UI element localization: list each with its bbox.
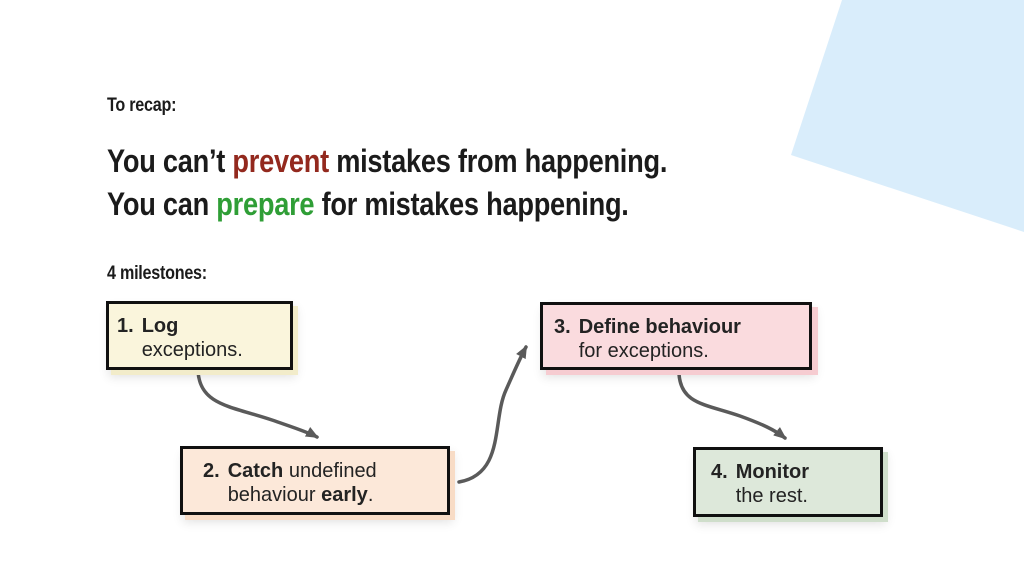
milestone-line-2: for exceptions.	[579, 339, 741, 363]
milestone-line-1: Define behaviour	[579, 315, 741, 339]
slide-heading: You can’t prevent mistakes from happenin…	[107, 140, 667, 226]
milestone-rest: for exceptions.	[578, 340, 709, 362]
milestone-text: Define behaviour for exceptions.	[579, 315, 741, 363]
milestones-label: 4 milestones:	[107, 263, 207, 284]
milestone-keyword: Monitor	[735, 461, 809, 483]
milestone-box-4: 4. Monitor the rest.	[693, 447, 883, 517]
milestone-number: 2.	[203, 460, 220, 482]
heading-line-2: You can prepare for mistakes happening.	[107, 183, 667, 226]
heading-line-1-pre: You can’t	[107, 143, 233, 179]
arrow-3-to-4-icon	[677, 372, 787, 440]
heading-line-1-post: mistakes from happening.	[328, 143, 668, 179]
milestone-rest: exceptions.	[141, 339, 243, 361]
milestone-keyword: Log	[141, 315, 179, 337]
milestone-text: Catch undefined behaviour early.	[228, 459, 377, 507]
milestone-text: Monitor the rest.	[736, 460, 809, 508]
heading-highlight-prepare: prepare	[216, 186, 315, 222]
heading-line-1: You can’t prevent mistakes from happenin…	[107, 140, 667, 183]
milestone-number: 4.	[711, 461, 728, 483]
milestone-keyword: Define behaviour	[578, 316, 741, 338]
milestone-number: 1.	[117, 315, 134, 337]
milestone-line-2: behaviour early.	[228, 483, 377, 507]
milestone-rest: undefined	[283, 460, 377, 482]
milestone-box-1: 1. Log exceptions.	[106, 301, 293, 370]
heading-line-2-post: for mistakes happening.	[314, 186, 629, 222]
milestone-rest: .	[367, 484, 374, 506]
milestone-line-2: the rest.	[736, 484, 809, 508]
milestone-line-2: exceptions.	[142, 338, 243, 362]
milestone-keyword: Catch	[227, 460, 284, 482]
milestone-line-1: Log	[142, 314, 243, 338]
milestone-box-3: 3. Define behaviour for exceptions.	[540, 302, 812, 370]
milestone-rest: behaviour	[227, 484, 322, 506]
milestone-keyword: early	[321, 484, 368, 506]
milestone-rest: the rest.	[735, 485, 808, 507]
milestone-text: Log exceptions.	[142, 314, 243, 362]
corner-accent-shape	[791, 0, 1024, 232]
milestone-number: 3.	[554, 316, 571, 338]
heading-highlight-prevent: prevent	[232, 143, 329, 179]
milestone-line-1: Catch undefined	[228, 459, 377, 483]
recap-label: To recap:	[107, 95, 177, 116]
arrow-2-to-3-icon	[457, 345, 528, 484]
milestone-box-2: 2. Catch undefined behaviour early.	[180, 446, 450, 515]
milestone-line-1: Monitor	[736, 460, 809, 484]
heading-line-2-pre: You can	[107, 186, 217, 222]
arrow-1-to-2-icon	[196, 369, 319, 439]
